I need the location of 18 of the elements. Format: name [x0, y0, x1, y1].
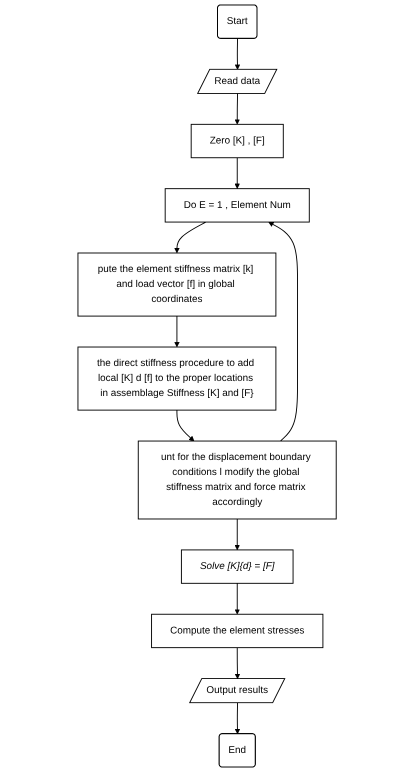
node-box: pute the element stiffness matrix [k] and load vector [f] in global coordinates: [77, 252, 276, 317]
node-box: the direct stiffness procedure to add local [K] d [f] to the proper locations in assemblage Stiffness [K] and [F}: [77, 346, 276, 411]
node-box: unt for the displacement boundary conditions l modify the global stiffness matrix and force matrix accordingly: [138, 440, 337, 520]
arrow: [234, 38, 240, 70]
node-box: Do E = 1 , Element Num: [164, 188, 310, 223]
arrow: [174, 222, 206, 254]
arrow: [234, 702, 240, 734]
arrow: [234, 518, 240, 550]
arrow: [174, 316, 180, 348]
arrow: [234, 93, 240, 125]
arrow: [234, 647, 240, 680]
arrow: [234, 582, 240, 614]
node-box: Compute the element stresses: [151, 614, 324, 648]
node-box: Zero [K] , [F]: [190, 124, 284, 158]
arrow: [176, 410, 194, 442]
arrow: [234, 157, 240, 189]
node-box: Solve [K]{d} = [F]: [180, 549, 294, 584]
arrow: [268, 222, 298, 442]
